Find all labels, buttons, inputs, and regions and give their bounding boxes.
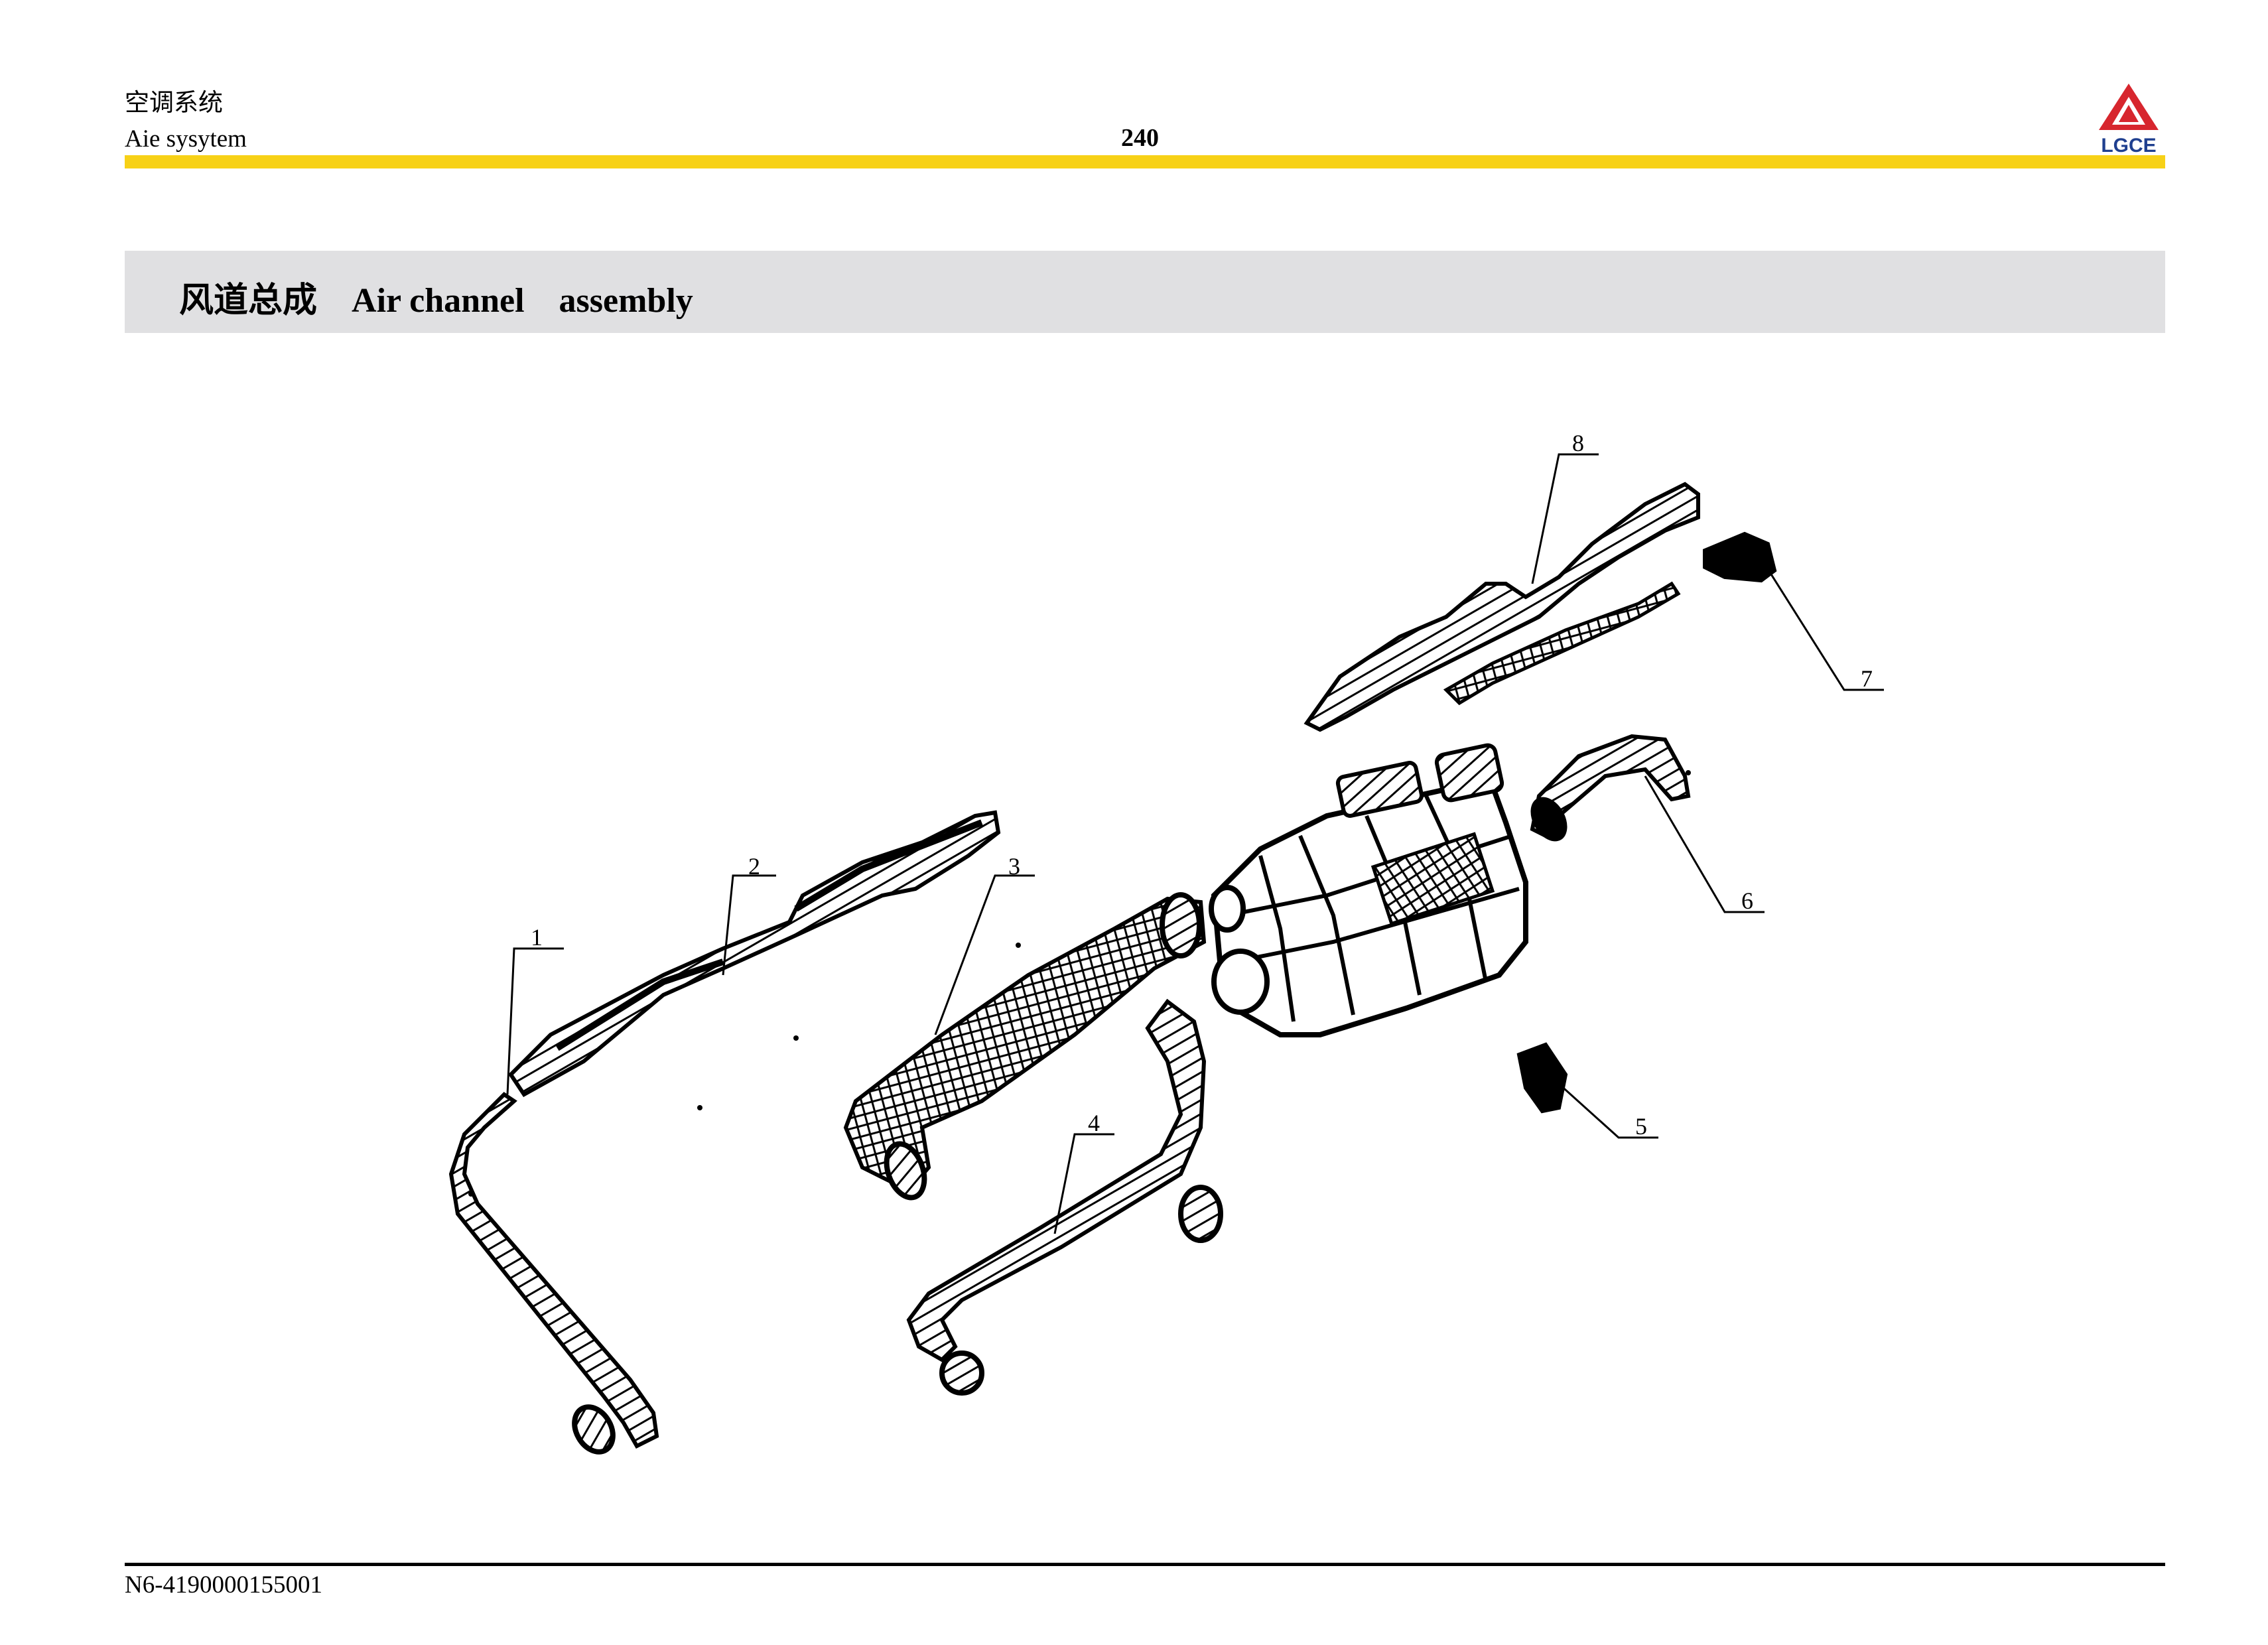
footer-rule — [125, 1563, 2165, 1566]
part-2-duct — [508, 810, 1001, 1097]
document-code: N6-4190000155001 — [125, 1571, 323, 1599]
page-title-english: Air channel assembly — [352, 282, 693, 320]
callout-4: 4 — [1088, 1110, 1100, 1136]
section-title-chinese: 空调系统 — [125, 90, 223, 117]
title-band — [125, 251, 2165, 333]
part-4-duct — [906, 998, 1223, 1396]
section-title-english: Aie sysytem — [125, 125, 247, 153]
part-1-duct — [448, 1092, 659, 1455]
callout-1: 1 — [531, 924, 543, 951]
callout-8: 8 — [1572, 430, 1584, 456]
page-number: 240 — [1121, 124, 1159, 152]
logo-text: LGCE — [2101, 135, 2156, 157]
callout-leaders — [506, 453, 1884, 1234]
callout-5: 5 — [1635, 1113, 1647, 1140]
part-5-fitting — [1516, 1042, 1568, 1114]
part-7-fitting — [1703, 531, 1777, 583]
header-accent-bar — [125, 155, 2165, 168]
drawing-dots — [468, 770, 1691, 1197]
callout-2: 2 — [748, 853, 760, 880]
part-8-upper-duct — [1303, 482, 1700, 732]
callout-7: 7 — [1861, 665, 1873, 692]
part-6-elbow-duct — [1530, 734, 1691, 842]
callout-6: 6 — [1741, 888, 1753, 914]
callout-3: 3 — [1008, 853, 1020, 880]
lgce-logo: LGCE — [2091, 84, 2167, 157]
page-title-chinese: 风道总成 — [179, 282, 318, 320]
hvac-unit-body — [1209, 743, 1528, 1037]
page-title: 风道总成 Air channel assembly — [179, 272, 693, 322]
part-3-duct — [843, 892, 1207, 1201]
